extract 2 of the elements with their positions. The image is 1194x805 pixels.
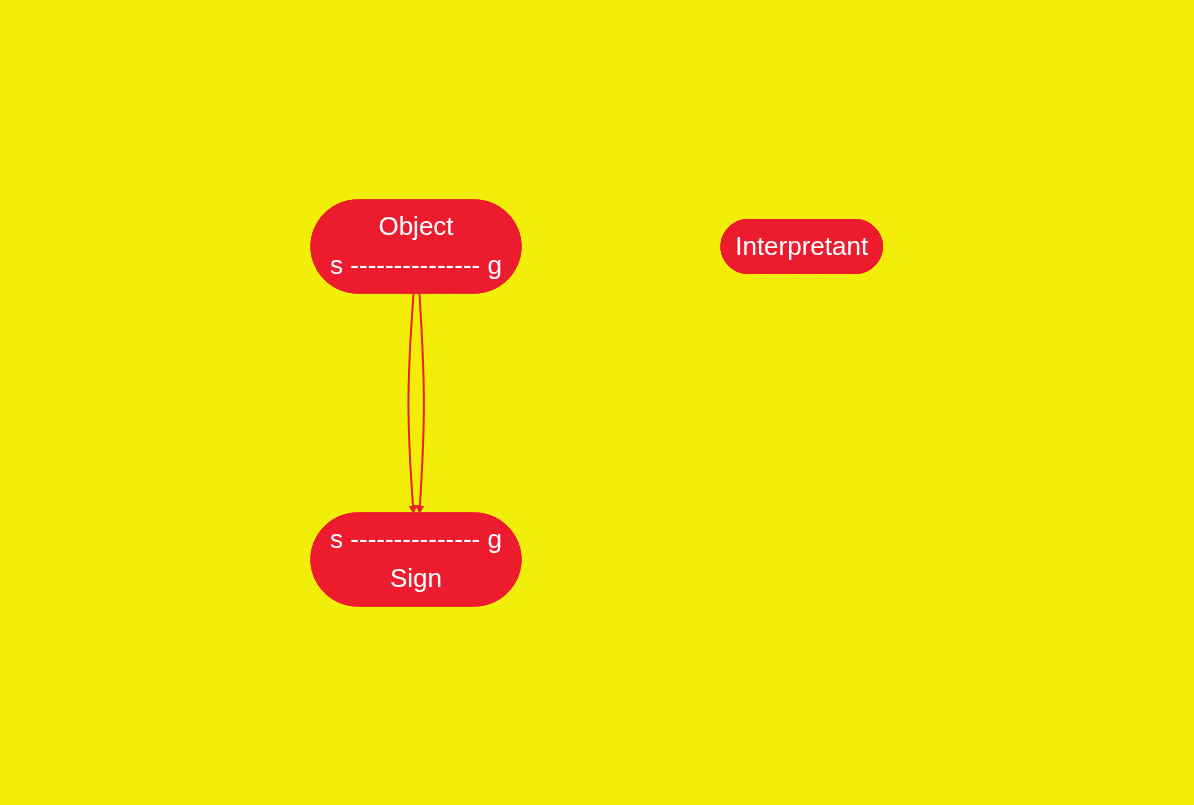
arrow — [407, 292, 418, 514]
arrow — [415, 292, 426, 514]
